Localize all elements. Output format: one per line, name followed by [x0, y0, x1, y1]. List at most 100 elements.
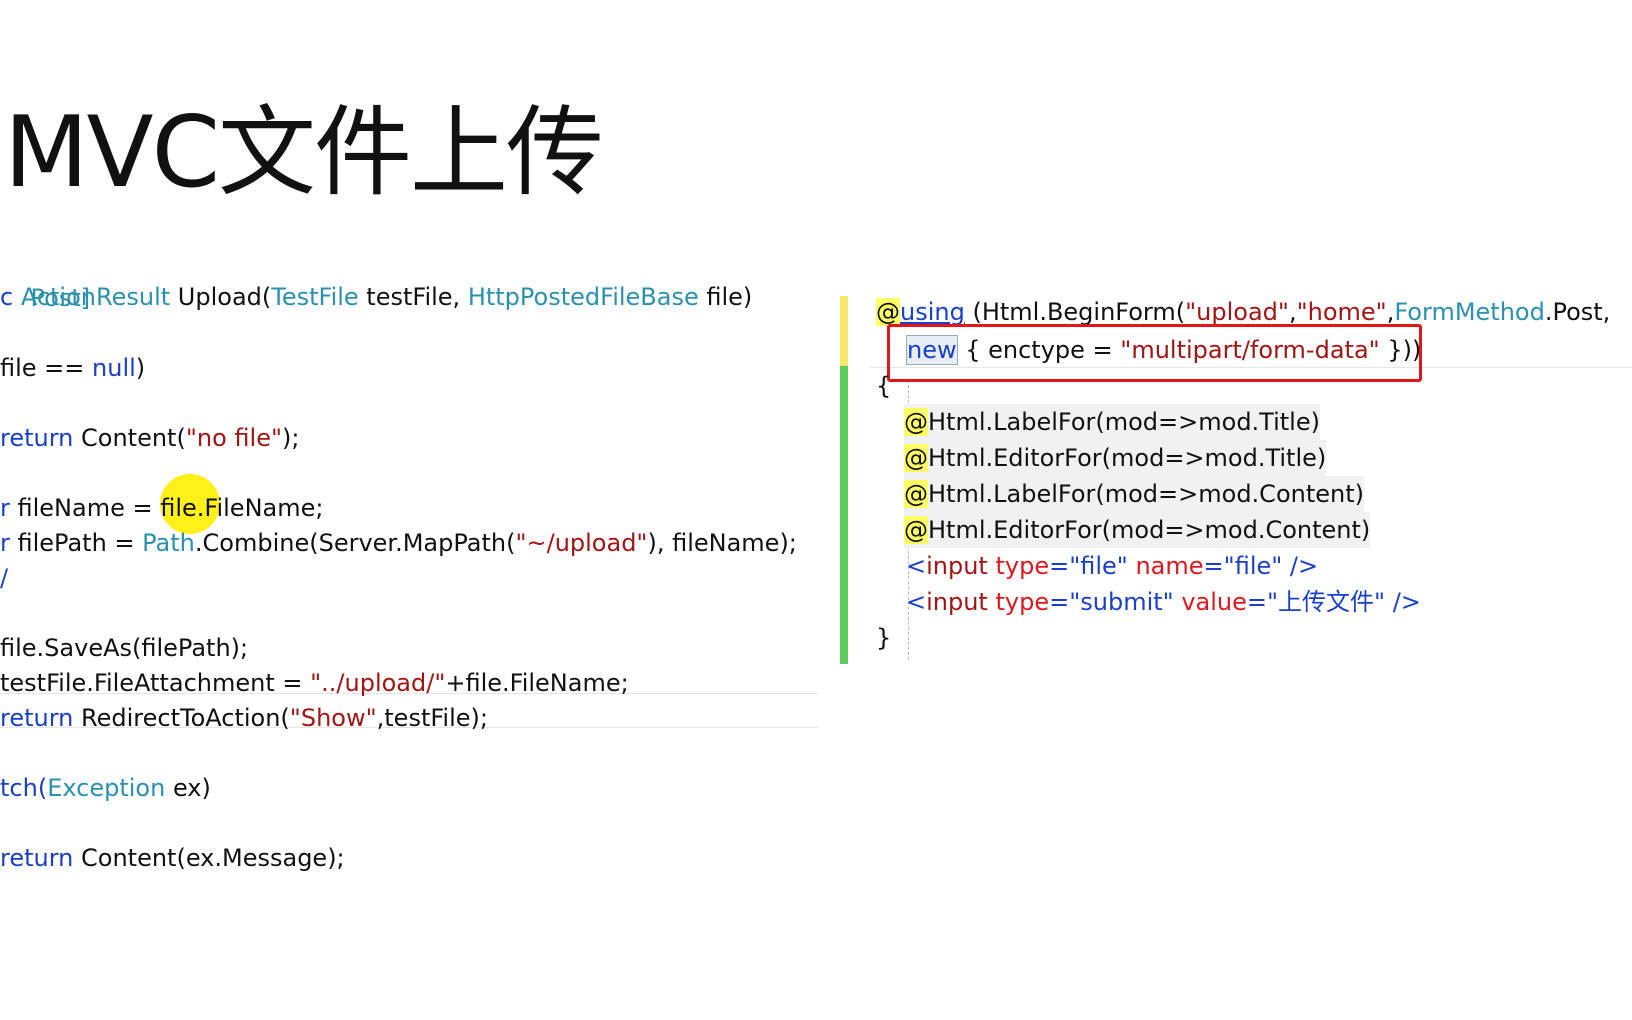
code-token: Html.LabelFor(mod=>mod.Content): [928, 480, 1364, 508]
razor-marker: @: [904, 480, 928, 508]
code-token: Content(ex.Message);: [73, 844, 345, 872]
highlight-box: [887, 324, 1422, 382]
code-line: <input type="submit" value="上传文件" />: [906, 584, 1421, 620]
code-token: name: [1127, 552, 1204, 580]
code-token: /: [0, 564, 9, 592]
code-token: />: [1385, 588, 1421, 616]
code-token: tch(: [0, 774, 48, 802]
code-token: "submit": [1069, 588, 1174, 616]
razor-marker: @: [904, 408, 928, 436]
code-token: FormMethod: [1394, 298, 1545, 326]
code-token: "file": [1223, 552, 1283, 580]
code-token: fileName = file.FileName;: [9, 494, 324, 522]
code-line: @Html.EditorFor(mod=>mod.Content): [904, 512, 1371, 548]
line-divider: [870, 367, 1632, 368]
code-line: new { enctype = "multipart/form-data" })…: [906, 332, 1421, 368]
code-token: ,: [1386, 298, 1395, 326]
code-token: =: [1203, 552, 1224, 580]
code-token: "上传文件": [1266, 588, 1386, 616]
code-token: null: [92, 354, 136, 382]
code-token: />: [1282, 552, 1319, 580]
code-token: =: [1049, 588, 1070, 616]
code-line: r filePath = Path.Combine(Server.MapPath…: [0, 525, 797, 561]
code-token: { enctype =: [957, 336, 1121, 364]
razor-marker: @: [876, 298, 900, 326]
code-token: Post]: [30, 284, 91, 312]
code-token: return: [0, 704, 74, 732]
code-line: return RedirectToAction("Show",testFile)…: [0, 700, 488, 736]
code-token: =: [1049, 552, 1070, 580]
code-token: Html.LabelFor(mod=>mod.Title): [928, 408, 1320, 436]
code-token: "home": [1296, 298, 1387, 326]
code-token: r: [0, 494, 10, 522]
code-token: {: [876, 372, 892, 400]
code-line: return Content(ex.Message);: [0, 840, 345, 876]
code-line: tch(Exception ex): [0, 770, 211, 806]
code-token: Content(: [73, 424, 186, 452]
code-line: }: [876, 620, 891, 656]
cursor-highlight: [160, 474, 220, 534]
code-token: "file": [1069, 552, 1128, 580]
code-token: ), fileName);: [647, 529, 797, 557]
code-line: /: [0, 560, 8, 596]
line-divider: [0, 727, 818, 728]
code-token: <: [906, 552, 927, 580]
code-token: type: [987, 552, 1050, 580]
code-token: ,testFile);: [376, 704, 488, 732]
page-title: MVC文件上传: [4, 96, 604, 210]
code-line: <input type="file" name="file" />: [906, 548, 1318, 584]
code-token: r: [0, 529, 10, 557]
code-line: {: [876, 368, 891, 404]
change-gutter-added: [840, 366, 848, 664]
code-token: ): [135, 354, 146, 382]
code-token: +file.FileName;: [445, 669, 629, 697]
line-divider: [0, 693, 818, 694]
razor-marker: @: [904, 444, 928, 472]
code-token: input: [926, 588, 988, 616]
code-token: return: [0, 424, 74, 452]
code-token: "~/upload": [515, 529, 648, 557]
code-token: testFile,: [358, 283, 468, 311]
code-line: @using (Html.BeginForm("upload","home",F…: [876, 294, 1610, 330]
code-token: ex): [165, 774, 211, 802]
code-token: file): [698, 283, 753, 311]
code-line: file == null): [0, 350, 145, 386]
code-token: c: [0, 283, 21, 311]
code-token: "upload": [1185, 298, 1289, 326]
code-token: "multipart/form-data": [1120, 336, 1380, 364]
code-line: @Html.LabelFor(mod=>mod.Content): [904, 476, 1364, 512]
code-token: .Post,: [1544, 298, 1611, 326]
razor-marker: @: [904, 516, 928, 544]
code-token: Html.EditorFor(mod=>mod.Content): [928, 516, 1371, 544]
code-token: })): [1379, 336, 1422, 364]
code-token: TestFile: [271, 283, 359, 311]
code-token: Path: [142, 529, 195, 557]
code-line: Post]: [0, 244, 91, 352]
code-token: return: [0, 844, 74, 872]
code-token: using: [900, 298, 965, 326]
code-token: filePath =: [9, 529, 143, 557]
code-token: HttpPostedFileBase: [467, 283, 699, 311]
code-token: =: [1246, 588, 1267, 616]
code-token: RedirectToAction(: [73, 704, 290, 732]
code-token: Html.EditorFor(mod=>mod.Title): [928, 444, 1327, 472]
code-token: file.SaveAs(filePath);: [0, 634, 249, 662]
code-token: (Html.BeginForm(: [964, 298, 1186, 326]
code-line: c ActionResult Upload(TestFile testFile,…: [0, 279, 752, 315]
code-token: Exception: [47, 774, 166, 802]
code-token: ActionResult: [20, 283, 171, 311]
code-token: "../upload/": [310, 669, 446, 697]
code-token: new: [906, 335, 958, 365]
code-line: @Html.EditorFor(mod=>mod.Title): [904, 440, 1327, 476]
code-token: .Combine(Server.MapPath(: [194, 529, 516, 557]
code-token: type: [987, 588, 1050, 616]
code-token: }: [876, 624, 892, 652]
code-token: <: [906, 588, 927, 616]
code-token: value: [1173, 588, 1247, 616]
code-line: return Content("no file");: [0, 420, 299, 456]
code-line: file.SaveAs(filePath);: [0, 630, 248, 666]
code-token: input: [926, 552, 988, 580]
code-line: r fileName = file.FileName;: [0, 490, 323, 526]
code-token: );: [282, 424, 300, 452]
code-token: "no file": [185, 424, 282, 452]
